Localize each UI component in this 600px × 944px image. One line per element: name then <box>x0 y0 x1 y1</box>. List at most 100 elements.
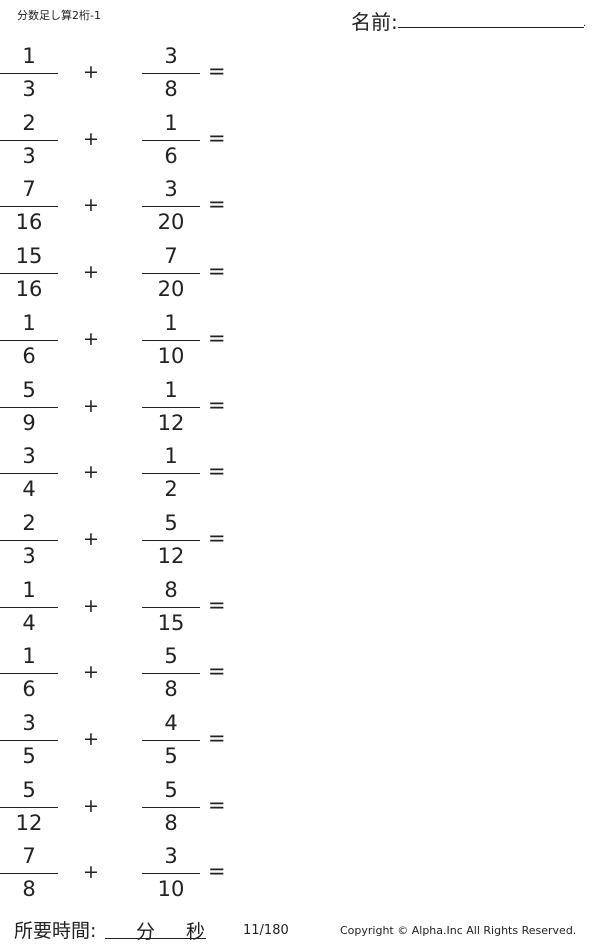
plus-sign: + <box>83 61 99 83</box>
numerator: 4 <box>164 711 178 735</box>
equals-sign: = <box>208 525 226 550</box>
numerator: 3 <box>22 711 36 735</box>
fraction-bar <box>142 73 200 74</box>
denominator: 3 <box>22 77 36 101</box>
denominator: 8 <box>22 877 36 902</box>
denominator: 12 <box>15 810 43 835</box>
denominator: 16 <box>15 210 43 235</box>
numerator: 7 <box>22 844 36 869</box>
page-number: 11/180 <box>243 923 289 938</box>
numerator: 1 <box>164 377 178 402</box>
copyright: Copyright © Alpha.Inc All Rights Reserve… <box>340 924 577 937</box>
denominator: 6 <box>164 143 178 168</box>
numerator: 5 <box>164 510 178 535</box>
name-label: 名前: <box>351 10 398 34</box>
numerator: 1 <box>22 577 36 602</box>
denominator: 12 <box>157 410 185 435</box>
equals-sign: = <box>208 592 226 617</box>
denominator: 5 <box>22 744 36 768</box>
fraction-bar <box>142 139 200 141</box>
plus-sign: + <box>83 728 99 750</box>
denominator: 8 <box>164 810 178 835</box>
denominator: 8 <box>164 77 178 101</box>
equals-sign: = <box>208 59 226 83</box>
fraction-bar <box>142 606 200 608</box>
plus-sign: + <box>83 661 99 684</box>
numerator: 1 <box>164 110 178 135</box>
fraction-bar <box>0 406 58 408</box>
fraction-bar <box>0 273 58 275</box>
time-label: 所要時間: <box>14 920 97 942</box>
numerator: 1 <box>22 310 36 335</box>
fraction-bar <box>0 339 58 341</box>
name-dot: . <box>583 18 587 29</box>
equals-sign: = <box>208 325 226 350</box>
name-line <box>398 27 584 28</box>
equals-sign: = <box>208 392 226 417</box>
plus-sign: + <box>83 394 99 417</box>
worksheet-title: 分数足し算2桁-1 <box>17 9 101 22</box>
denominator: 20 <box>157 277 185 302</box>
numerator: 1 <box>164 444 178 469</box>
fraction-bar <box>142 873 200 875</box>
denominator: 5 <box>164 744 178 768</box>
plus-sign: + <box>83 594 99 617</box>
numerator: 3 <box>164 844 178 869</box>
numerator: 5 <box>164 777 178 802</box>
denominator: 12 <box>157 543 185 568</box>
denominator: 16 <box>15 277 43 302</box>
equals-sign: = <box>208 259 226 284</box>
numerator: 5 <box>22 777 36 802</box>
equals-sign: = <box>208 726 226 750</box>
numerator: 7 <box>22 177 36 202</box>
plus-sign: + <box>83 861 99 884</box>
numerator: 1 <box>164 310 178 335</box>
fraction-bar <box>0 673 58 675</box>
fraction-bar <box>142 673 200 675</box>
equals-sign: = <box>208 459 226 484</box>
denominator: 3 <box>22 543 36 568</box>
fraction-bar <box>0 139 58 141</box>
denominator: 6 <box>22 677 36 702</box>
plus-sign: + <box>83 194 99 217</box>
numerator: 2 <box>22 510 36 535</box>
plus-sign: + <box>83 461 99 484</box>
numerator: 3 <box>164 44 178 68</box>
denominator: 10 <box>157 877 185 902</box>
fraction-bar <box>0 73 58 74</box>
denominator: 4 <box>22 477 36 502</box>
fraction-bar <box>0 740 58 741</box>
fraction-bar <box>142 473 200 475</box>
plus-sign: + <box>83 327 99 350</box>
equals-sign: = <box>208 859 226 884</box>
equals-sign: = <box>208 192 226 217</box>
plus-sign: + <box>83 261 99 284</box>
